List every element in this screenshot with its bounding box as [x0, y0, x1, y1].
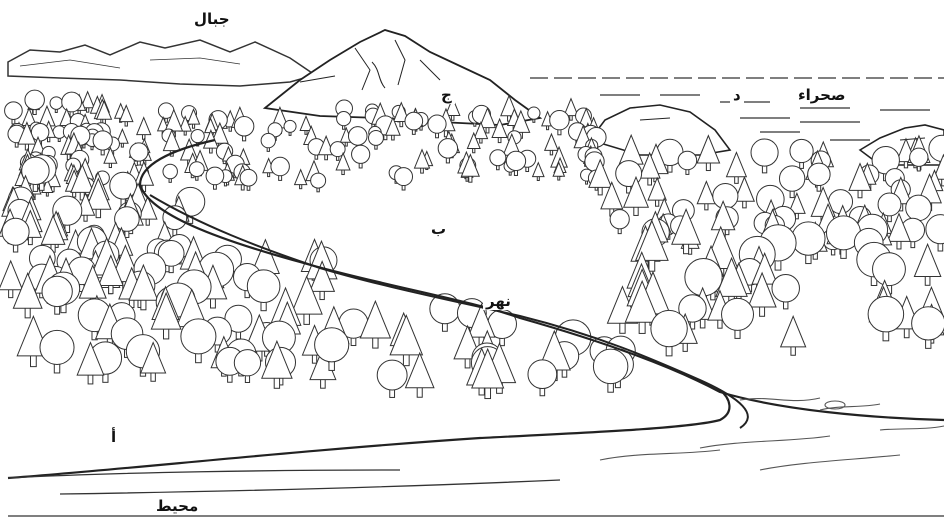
round-tree	[610, 210, 629, 234]
round-tree	[751, 139, 778, 173]
label-valley: ب	[428, 220, 449, 238]
round-tree	[377, 360, 407, 397]
forest-trees	[0, 90, 944, 398]
round-tree	[311, 173, 326, 192]
round-tree	[369, 130, 384, 149]
round-tree	[490, 150, 506, 170]
pine-tree	[137, 118, 151, 140]
pine-tree	[406, 353, 434, 397]
round-tree	[868, 296, 904, 340]
round-tree	[181, 319, 216, 363]
round-tree	[779, 166, 804, 198]
pine-tree	[781, 316, 806, 355]
label-forest-bank: أ	[108, 428, 119, 446]
pine-tree	[295, 170, 307, 189]
round-tree	[550, 110, 569, 134]
round-tree	[50, 97, 62, 113]
label-ocean: محيط	[150, 497, 226, 515]
round-tree	[247, 270, 280, 311]
round-tree	[438, 139, 457, 163]
round-tree	[206, 167, 224, 189]
label-desert: صحراء	[795, 86, 848, 104]
round-tree	[808, 163, 830, 191]
pine-tree	[533, 163, 544, 181]
round-tree	[352, 145, 370, 168]
label-river: نهر	[483, 292, 514, 310]
round-tree	[792, 222, 825, 264]
round-tree	[2, 218, 29, 252]
pine-tree	[545, 134, 558, 155]
round-tree	[284, 120, 296, 135]
river-ripples	[600, 398, 944, 470]
round-tree	[271, 157, 289, 180]
round-tree	[261, 133, 275, 151]
round-tree	[593, 349, 627, 392]
round-tree	[772, 275, 799, 309]
pine-tree	[0, 261, 23, 298]
pine-tree	[914, 244, 940, 285]
round-tree	[234, 116, 253, 140]
round-tree	[678, 151, 697, 174]
round-tree	[790, 139, 813, 168]
label-mountain-peak: ج	[438, 86, 455, 104]
round-tree	[428, 115, 446, 138]
round-tree	[234, 350, 260, 383]
round-tree	[163, 164, 177, 182]
round-tree	[395, 168, 413, 190]
round-tree	[873, 253, 906, 294]
round-tree	[5, 102, 23, 124]
round-tree	[651, 310, 687, 356]
round-tree	[40, 330, 74, 373]
round-tree	[337, 112, 351, 130]
ocean-shoreline	[8, 470, 944, 516]
label-desert-letter: د	[730, 86, 744, 104]
round-tree	[405, 112, 423, 134]
round-tree	[722, 298, 754, 338]
round-tree	[528, 360, 557, 396]
round-tree	[912, 307, 944, 349]
round-tree	[910, 148, 928, 171]
label-mountains: جبال	[170, 10, 254, 28]
distant-mountain-range	[8, 40, 315, 86]
round-tree	[42, 276, 72, 314]
